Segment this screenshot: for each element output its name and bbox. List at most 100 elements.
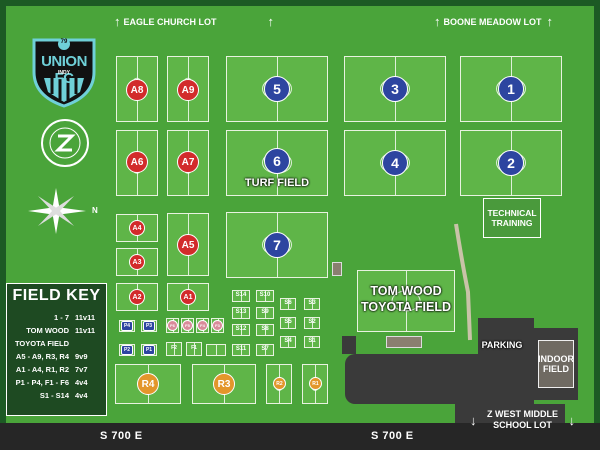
label-s2[interactable]: S2 — [308, 319, 316, 325]
badge-f3[interactable]: F3 — [212, 320, 223, 331]
badge-r4[interactable]: R4 — [137, 373, 159, 395]
field-key-row-name: A5 - A9, R3, R4 — [15, 352, 69, 361]
badge-f6[interactable]: F6 — [167, 320, 178, 331]
field-s6 — [280, 298, 296, 310]
label-s6[interactable]: S6 — [284, 300, 292, 306]
badge-field-5[interactable]: 5 — [264, 76, 290, 102]
field-key-row-name: A1 - A4, R1, R2 — [15, 365, 69, 374]
field-s10 — [256, 290, 274, 302]
label-f1[interactable]: F1 — [191, 345, 197, 351]
eagle-church-lot-label: ↑ EAGLE CHURCH LOT ↑ — [114, 14, 274, 29]
badge-field-1[interactable]: 1 — [498, 76, 524, 102]
boone-meadow-lot-text: BOONE MEADOW LOT — [443, 16, 542, 27]
parking-lot-stub — [342, 336, 356, 354]
label-f2[interactable]: F2 — [171, 345, 177, 351]
walking-path — [454, 223, 472, 341]
field-key-row: S1 - S14 4v4 — [7, 389, 106, 402]
badge-p2[interactable]: P2 — [121, 345, 133, 355]
field-s13 — [232, 307, 250, 319]
field-small-extra — [206, 344, 226, 356]
logo-name: UNION FC — [41, 53, 87, 87]
badge-p4[interactable]: P4 — [121, 321, 133, 331]
field-s5 — [280, 317, 296, 329]
badge-field-4[interactable]: 4 — [382, 150, 408, 176]
logo-top: 79 — [60, 39, 68, 45]
badge-a5[interactable]: A5 — [177, 234, 199, 256]
badge-field-6[interactable]: 6 — [264, 148, 290, 174]
field-s9 — [256, 307, 274, 319]
label-s4[interactable]: S4 — [284, 338, 292, 344]
label-s7[interactable]: S7 — [261, 346, 269, 352]
arrow-down-icon: ↓ — [470, 412, 477, 428]
badge-p3[interactable]: P3 — [143, 321, 155, 331]
field-key-row-size: 11v11 — [75, 313, 96, 322]
badge-r3[interactable]: R3 — [213, 373, 235, 395]
small-building — [332, 262, 342, 276]
label-s13[interactable]: S13 — [235, 309, 247, 315]
field-key-title: FIELD KEY — [12, 287, 101, 304]
label-s3[interactable]: S3 — [308, 300, 316, 306]
field-s14 — [232, 290, 250, 302]
turf-field-label: TURF FIELD — [244, 177, 310, 189]
field-f2 — [166, 342, 182, 356]
label-s5[interactable]: S5 — [284, 319, 292, 325]
badge-a6[interactable]: A6 — [126, 151, 148, 173]
field-key-row: TOYOTA FIELD — [7, 337, 106, 350]
eagle-church-lot-text: EAGLE CHURCH LOT — [123, 16, 217, 27]
label-s11[interactable]: S11 — [235, 346, 247, 352]
badge-r1[interactable]: R1 — [309, 377, 322, 390]
label-s14[interactable]: S14 — [235, 292, 247, 298]
label-s8[interactable]: S8 — [261, 326, 269, 332]
badge-a2[interactable]: A2 — [129, 289, 145, 305]
badge-a4[interactable]: A4 — [129, 220, 145, 236]
field-s7 — [256, 344, 274, 356]
tom-wood-label[interactable]: TOM WOOD TOYOTA FIELD — [360, 284, 452, 314]
badge-r2[interactable]: R2 — [273, 377, 286, 390]
badge-p1[interactable]: P1 — [143, 345, 155, 355]
badge-field-3[interactable]: 3 — [382, 76, 408, 102]
field-key-row-size: 9v9 — [75, 352, 88, 361]
field-key-row-size: 4v4 — [75, 391, 88, 400]
arrow-up-icon: ↑ — [546, 14, 554, 29]
parking-label[interactable]: PARKING — [481, 340, 523, 350]
union-fc-logo — [32, 38, 96, 108]
field-s11 — [232, 344, 250, 356]
road-label-left: S 700 E — [100, 430, 143, 442]
label-s10[interactable]: S10 — [259, 292, 271, 298]
zysa-seal — [41, 119, 89, 167]
label-s12[interactable]: S12 — [235, 326, 247, 332]
field-key-row: 1 - 7 11v11 — [7, 311, 106, 324]
field-s1 — [304, 336, 320, 348]
badge-field-7[interactable]: 7 — [264, 232, 290, 258]
field-s8 — [256, 324, 274, 336]
technical-training-area[interactable]: TECHNICAL TRAINING — [483, 198, 541, 238]
field-key-row-name: 1 - 7 — [53, 313, 69, 322]
badge-a7[interactable]: A7 — [177, 151, 199, 173]
badge-a3[interactable]: A3 — [129, 254, 145, 270]
label-s9[interactable]: S9 — [261, 309, 269, 315]
field-key-row-name: S1 - S14 — [39, 391, 69, 400]
badge-field-2[interactable]: 2 — [498, 150, 524, 176]
field-tom-wood — [357, 270, 455, 332]
compass-rose — [28, 188, 86, 234]
field-key-row-size: 7v7 — [75, 365, 88, 374]
road-label-right: S 700 E — [371, 430, 414, 442]
badge-a9[interactable]: A9 — [177, 79, 199, 101]
compass-north-label: N — [92, 206, 98, 215]
label-s1[interactable]: S1 — [308, 338, 316, 344]
badge-a8[interactable]: A8 — [126, 79, 148, 101]
south-lot-road — [455, 404, 565, 423]
field-s3 — [304, 298, 320, 310]
badge-f4[interactable]: F4 — [197, 320, 208, 331]
badge-f5[interactable]: F5 — [182, 320, 193, 331]
logo-bottom: INDY — [58, 70, 70, 76]
field-key-row-name: P1 - P4, F1 - F6 — [15, 378, 69, 387]
field-f1 — [186, 342, 202, 356]
indoor-field[interactable]: INDOOR FIELD — [538, 340, 574, 388]
z-west-lot-text: Z WEST MIDDLE SCHOOL LOT — [487, 409, 558, 430]
badge-a1[interactable]: A1 — [180, 289, 196, 305]
z-west-lot-label: ↓ Z WEST MIDDLE SCHOOL LOT ↓ — [470, 409, 575, 431]
